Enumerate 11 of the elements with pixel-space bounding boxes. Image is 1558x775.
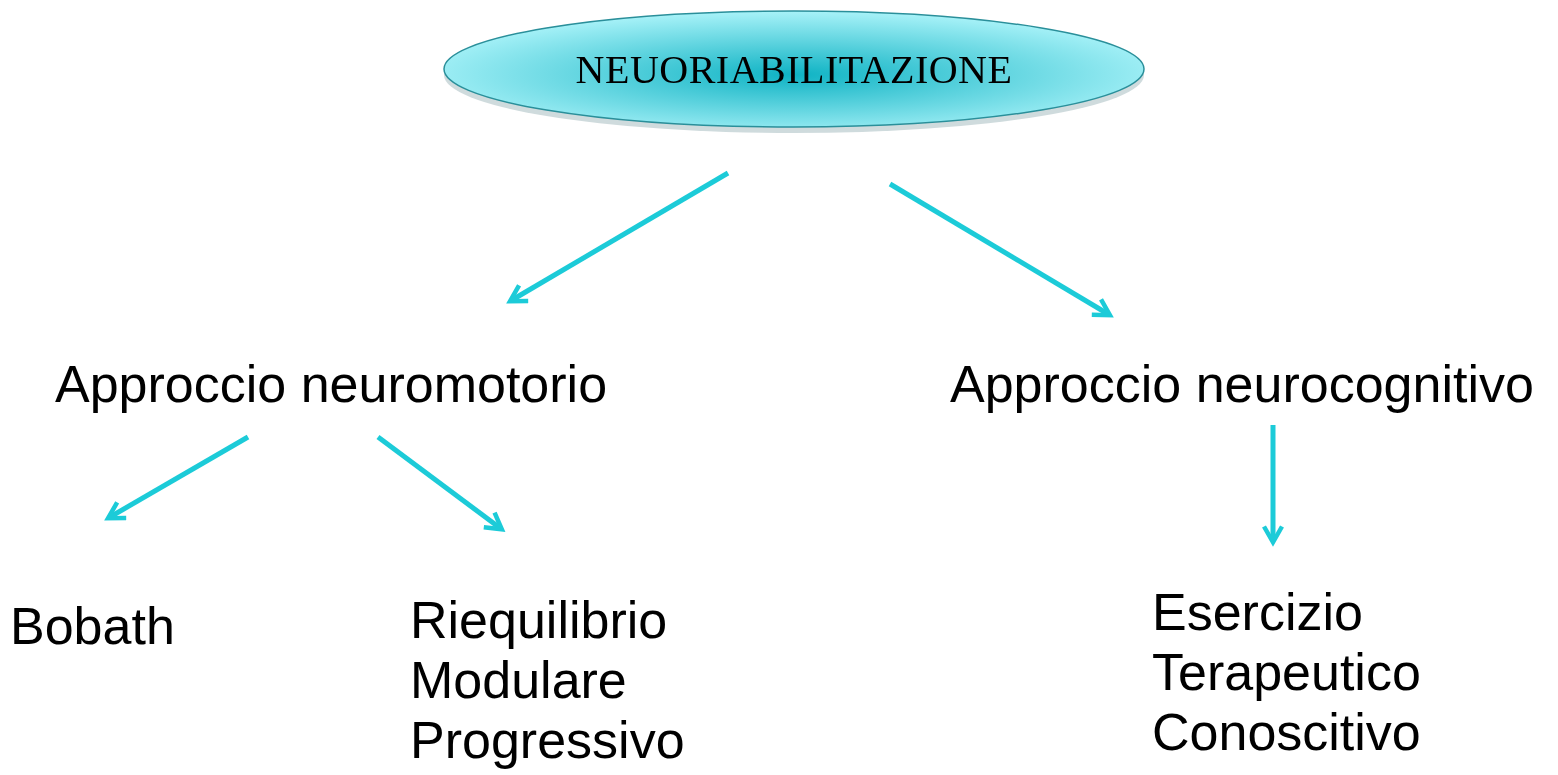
node-label: Esercizio Terapeutico Conoscitivo bbox=[1152, 582, 1422, 762]
node-label: Approccio neuromotorio bbox=[55, 354, 609, 415]
arrow bbox=[888, 181, 1113, 318]
node-label: Bobath bbox=[10, 596, 176, 657]
node-label: Riequilibrio Modulare Progressivo bbox=[410, 590, 686, 770]
arrow bbox=[1261, 425, 1285, 545]
node-label: Approccio neurocognitivo bbox=[950, 354, 1535, 415]
arrow bbox=[376, 435, 505, 532]
arrow bbox=[105, 434, 250, 521]
arrow bbox=[507, 170, 730, 304]
node-title: NEUORIABILITAZIONE bbox=[575, 50, 1013, 90]
